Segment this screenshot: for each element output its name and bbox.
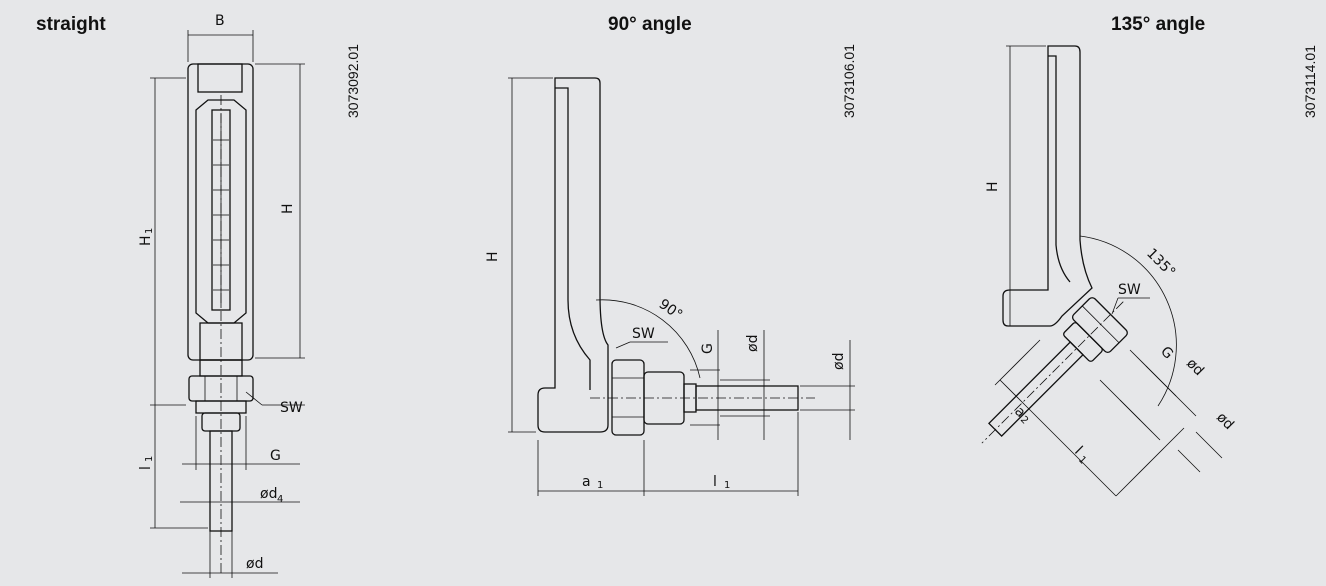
label-G-90: G	[700, 343, 716, 354]
straight-view: B H H 1 l 1 SW G ød 4 ød	[138, 13, 305, 578]
dim-a1-90: a	[582, 474, 591, 490]
dim-a1-sub: 1	[597, 480, 603, 491]
dim-H-straight: H	[280, 203, 296, 214]
label-G-straight: G	[270, 448, 281, 464]
label-SW-90: SW	[632, 326, 655, 342]
label-SW-135: SW	[1118, 282, 1141, 298]
dim-H1: H	[138, 235, 154, 246]
view-90: H a 1 l 1 90° SW G ød ød	[485, 77, 855, 496]
dim-B: B	[215, 13, 225, 29]
dim-l1-sub: 1	[144, 456, 155, 462]
label-phid4-straight: ød	[260, 486, 277, 502]
dim-H1-sub: 1	[144, 228, 155, 234]
view-title-straight: straight	[36, 14, 106, 35]
label-phid4-90: ød	[745, 335, 761, 352]
label-SW-straight: SW	[280, 400, 303, 416]
label-phid4-135: ød	[1183, 356, 1207, 380]
view-title-135: 135° angle	[1111, 14, 1206, 35]
dim-l1-135-sub: 1	[1076, 454, 1088, 466]
dim-l1-90: l	[713, 474, 717, 490]
dim-H-135: H	[985, 181, 1001, 192]
dim-H-90: H	[485, 251, 501, 262]
label-phid-straight: ød	[246, 556, 263, 572]
dim-l1-90-sub: 1	[724, 480, 730, 491]
label-phid-90: ød	[831, 353, 847, 370]
label-phid4-sub: 4	[277, 494, 283, 505]
label-phid-135: ød	[1213, 410, 1237, 434]
dim-l1-straight: l	[138, 466, 154, 470]
label-G-135: G	[1157, 344, 1176, 363]
label-90-deg: 90°	[656, 296, 686, 323]
label-135-deg: 135°	[1143, 246, 1178, 281]
view-135: 135° SW H a 2 l 1 G ød ød	[981, 45, 1237, 497]
view-title-90: 90° angle	[608, 14, 692, 35]
